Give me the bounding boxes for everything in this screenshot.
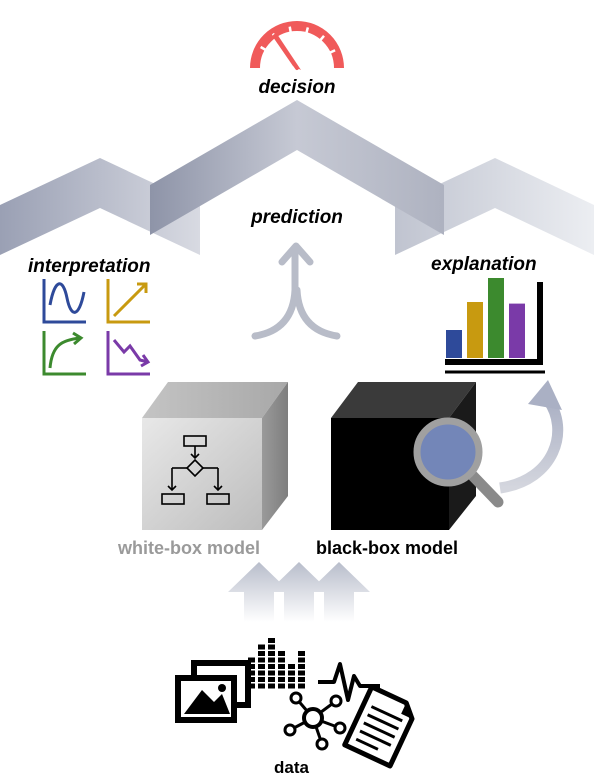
data-label: data bbox=[274, 758, 309, 777]
magnifier-icon bbox=[413, 417, 504, 508]
prediction-arrow bbox=[251, 242, 341, 340]
explanation-chart bbox=[445, 278, 545, 374]
explanation-label: explanation bbox=[431, 254, 537, 275]
sine-chart-icon bbox=[42, 279, 86, 324]
linear-chart-icon bbox=[106, 279, 150, 324]
center-chevron-right bbox=[297, 100, 444, 235]
roof-chevrons bbox=[0, 100, 594, 255]
white-box-label: white-box model bbox=[118, 538, 261, 558]
image-icon bbox=[175, 660, 251, 723]
black-box-label: black-box model bbox=[316, 538, 459, 558]
interpretation-label: interpretation bbox=[28, 256, 151, 277]
document-icon bbox=[342, 684, 415, 769]
log-chart-icon bbox=[42, 331, 86, 376]
data-arrows bbox=[228, 562, 370, 622]
network-icon bbox=[283, 691, 347, 751]
center-chevron-left bbox=[150, 100, 297, 235]
explanation-bar bbox=[446, 330, 462, 358]
audio-icon bbox=[248, 638, 305, 689]
decision-label: decision bbox=[258, 77, 336, 98]
white-box-cube bbox=[142, 382, 288, 530]
explanation-bar bbox=[488, 278, 504, 358]
explanation-bar bbox=[467, 302, 483, 358]
interpretation-charts bbox=[42, 279, 151, 376]
signal-icon bbox=[318, 662, 380, 702]
right-chevron bbox=[395, 158, 594, 255]
explanation-loop-arrow bbox=[499, 396, 564, 494]
speedometer-icon bbox=[250, 21, 344, 70]
loop-arrow-head bbox=[528, 380, 562, 410]
explanation-bar bbox=[509, 303, 525, 358]
prediction-label: prediction bbox=[251, 207, 343, 228]
flowchart-icon bbox=[161, 435, 230, 505]
explanation-axis bbox=[445, 282, 543, 365]
decline-chart-icon bbox=[106, 331, 151, 376]
